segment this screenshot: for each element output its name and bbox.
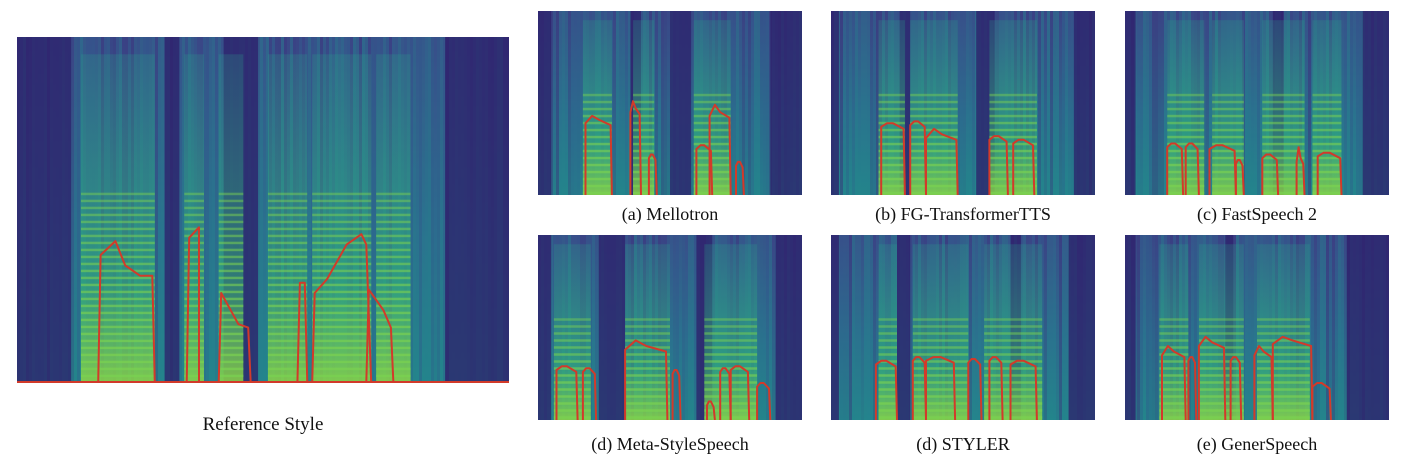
- fastspeech2-spectrogram: [1125, 11, 1389, 195]
- reference-caption: Reference Style: [202, 414, 324, 435]
- fg-transformertts-spectrogram: [831, 11, 1095, 195]
- generspeech-spectrogram: [1125, 235, 1389, 420]
- meta-stylespeech-spectrogram: [538, 235, 802, 420]
- styler-caption: (d) STYLER: [916, 434, 1010, 454]
- reference-spectrogram: [17, 37, 509, 383]
- mellotron-spectrogram: [538, 11, 802, 195]
- styler-spectrogram: [831, 235, 1095, 420]
- mellotron-caption: (a) Mellotron: [621, 204, 719, 224]
- generspeech-caption: (e) GenerSpeech: [1196, 434, 1318, 454]
- fastspeech2-caption: (c) FastSpeech 2: [1197, 204, 1317, 224]
- fg-transformertts-caption: (b) FG-TransformerTTS: [875, 204, 1051, 224]
- meta-stylespeech-caption: (d) Meta-StyleSpeech: [591, 434, 749, 454]
